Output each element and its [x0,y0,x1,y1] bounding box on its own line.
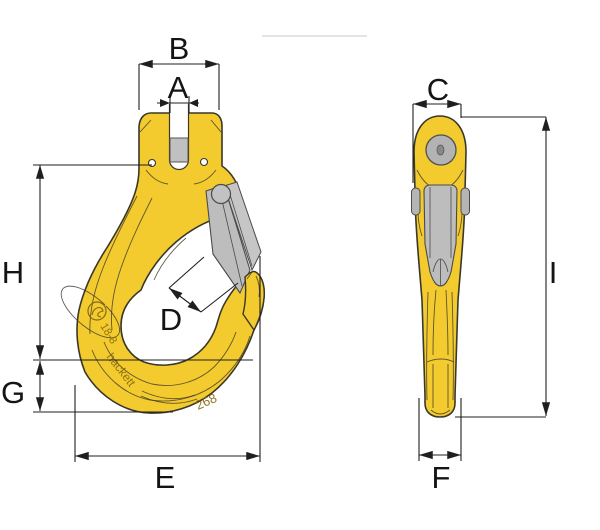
forging-detail-lines-front [60,119,251,404]
dimension-label-f: F [432,460,451,495]
pivot-tab-right [460,187,470,216]
dimension-label-e: E [155,460,176,495]
clevis-pin [169,137,189,163]
dimension-a: A [157,70,199,113]
dimension-c: C [412,72,462,183]
dimension-label-g: G [1,375,25,410]
dimension-label-i: I [549,255,558,290]
dimension-b: B [138,31,220,110]
dimension-label-c: C [427,72,449,107]
dimension-g: G [1,361,173,413]
latch-pivot [210,183,232,205]
dimension-d: D [160,256,239,337]
safety-latch-front [205,181,262,295]
dimension-h: H [2,164,253,361]
manufacturer-logo [87,301,107,321]
dimension-e: E [74,256,261,495]
pivot-tab-left [411,187,421,216]
pivot-pin-slot [436,144,445,156]
forging-detail-lines-side [416,169,464,415]
safety-latch-side [411,184,470,287]
latch-plate-side [423,184,458,287]
dimension-i: I [455,116,558,418]
clevis-hole-right [199,157,209,167]
front-view: 18-8 hackett 268 [60,104,266,414]
dimension-f: F [418,398,462,495]
dimension-label-a: A [168,70,189,105]
dimension-label-b: B [169,31,190,66]
logo-glyph-icon [91,306,104,318]
dimensions: B A H G E [1,31,557,495]
dimension-label-d: D [160,302,182,337]
side-view [411,115,470,418]
dimension-label-h: H [2,255,24,290]
